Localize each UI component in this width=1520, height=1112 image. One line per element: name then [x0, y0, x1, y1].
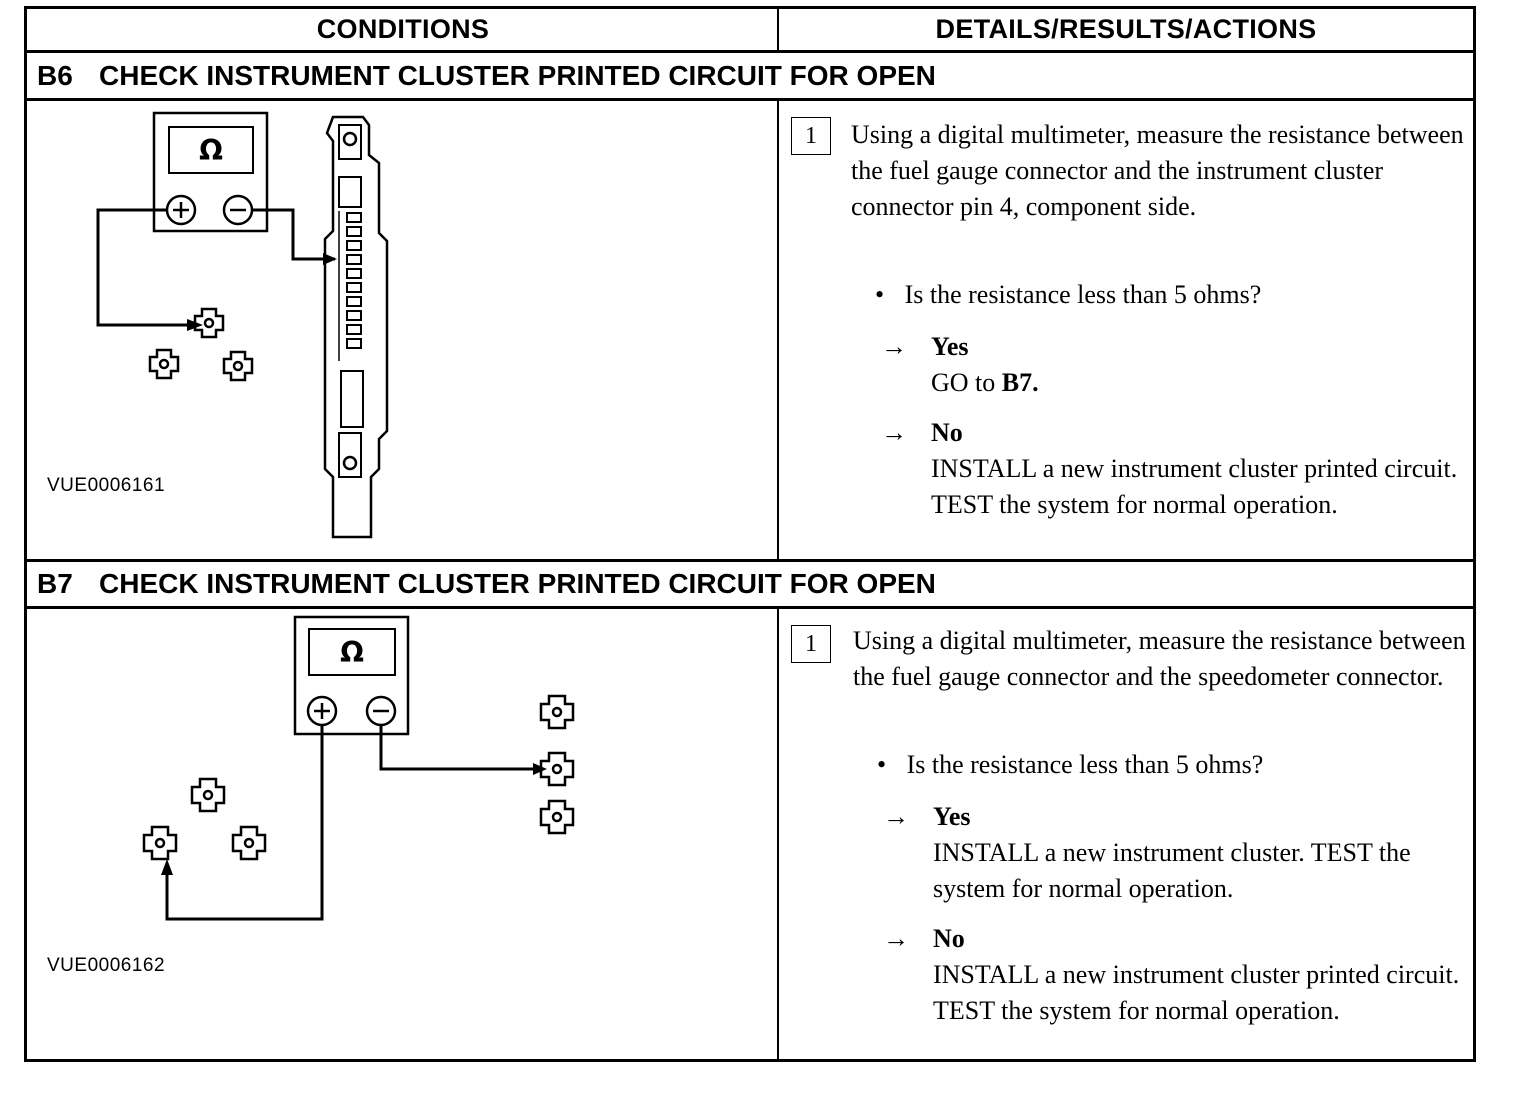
test-leads — [165, 725, 541, 921]
no-action: INSTALL a new instrument cluster printed… — [933, 960, 1460, 1025]
column-header-row: CONDITIONS DETAILS/RESULTS/ACTIONS — [27, 9, 1473, 53]
header-divider — [777, 9, 779, 53]
test-leads — [96, 208, 335, 327]
multimeter — [152, 111, 269, 233]
step-instruction: Using a digital multimeter, measure the … — [851, 120, 1464, 221]
probe-tip-pos — [161, 859, 173, 875]
column-divider-b6 — [777, 101, 779, 559]
question-text: Is the resistance less than 5 ohms? — [906, 750, 1264, 779]
no-label: No — [933, 924, 965, 953]
section-title: CHECK INSTRUMENT CLUSTER PRINTED CIRCUIT… — [99, 59, 936, 91]
b6-details: 1 Using a digital multimeter, measure th… — [787, 101, 1473, 559]
no-arrow-icon: → — [883, 924, 909, 953]
yes-action-prefix: GO to — [931, 368, 1002, 397]
column-divider-b7 — [777, 609, 779, 1059]
yes-arrow-icon: → — [881, 332, 907, 361]
yes-action: GO to B7. — [931, 365, 1471, 401]
procedure-table: CONDITIONS DETAILS/RESULTS/ACTIONS B6 CH… — [24, 6, 1476, 1062]
yes-action: INSTALL a new instrument cluster. TEST t… — [933, 838, 1411, 903]
section-id: B7 — [37, 568, 73, 599]
ohm-symbol: Ω — [199, 134, 223, 167]
ohm-symbol: Ω — [340, 636, 364, 669]
figure-id-b7: VUE0006162 — [47, 955, 166, 976]
fuel-gauge-connectors — [142, 777, 267, 861]
b7-details: 1 Using a digital multimeter, measure th… — [787, 609, 1473, 1059]
fuel-gauge-connectors — [148, 307, 254, 382]
details-header: DETAILS/RESULTS/ACTIONS — [935, 14, 1317, 44]
no-action: INSTALL a new instrument cluster printed… — [931, 454, 1458, 519]
yes-label: Yes — [931, 332, 969, 361]
question-text: Is the resistance less than 5 ohms? — [904, 280, 1262, 309]
question-bullet: • Is the resistance less than 5 ohms? — [875, 277, 1261, 313]
b7-wiring-diagram: Ω — [142, 615, 575, 921]
no-arrow-icon: → — [881, 418, 907, 447]
multimeter — [293, 615, 410, 736]
yes-label: Yes — [933, 802, 971, 831]
yes-arrow-icon: → — [883, 802, 909, 831]
speedometer-connectors — [539, 694, 575, 835]
step-number-box: 1 — [791, 625, 831, 663]
yes-action-target: B7. — [1001, 368, 1039, 397]
step-instruction: Using a digital multimeter, measure the … — [853, 626, 1466, 691]
section-title: CHECK INSTRUMENT CLUSTER PRINTED CIRCUIT… — [99, 568, 936, 599]
bullet-icon: • — [877, 750, 887, 779]
b6-wiring-diagram: Ω — [96, 111, 389, 539]
figure-id-b6: VUE0006161 — [47, 475, 166, 496]
step-number-box: 1 — [791, 117, 831, 155]
section-header-b6: B6 CHECK INSTRUMENT CLUSTER PRINTED CIRC… — [27, 53, 1473, 101]
conditions-header: CONDITIONS — [316, 14, 490, 44]
question-bullet: • Is the resistance less than 5 ohms? — [877, 747, 1263, 783]
probe-tip-neg — [323, 253, 337, 265]
section-id: B6 — [37, 59, 73, 91]
bullet-icon: • — [875, 280, 885, 309]
section-header-b7: B7 CHECK INSTRUMENT CLUSTER PRINTED CIRC… — [27, 559, 1473, 609]
printed-circuit-strip — [323, 115, 389, 539]
no-label: No — [931, 418, 963, 447]
